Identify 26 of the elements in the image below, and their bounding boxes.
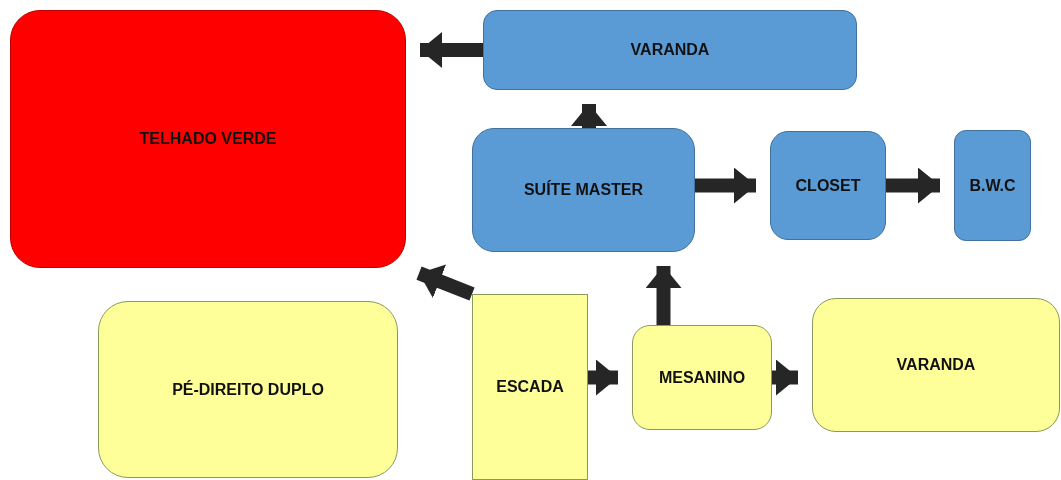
room-label: SUÍTE MASTER (522, 179, 645, 200)
room-label: VARANDA (629, 40, 711, 60)
block-arrow (420, 32, 483, 68)
room-label: CLOSET (794, 175, 862, 196)
room-label: B.W.C (968, 175, 1017, 196)
block-arrow (571, 104, 607, 128)
room-box (812, 298, 1060, 432)
area-box (98, 301, 398, 478)
block-arrow (772, 359, 798, 396)
room-label: MESANINO (657, 367, 747, 388)
stair-box (472, 294, 588, 480)
room-box (954, 130, 1031, 241)
block-arrow (886, 167, 940, 204)
room-label: ESCADA (495, 377, 565, 397)
block-arrow (416, 264, 475, 301)
block-arrow (645, 266, 682, 325)
room-label: PÉ-DIREITO DUPLO (171, 379, 325, 400)
room-box (632, 325, 772, 430)
block-arrow (588, 359, 618, 396)
room-label: VARANDA (895, 355, 977, 375)
room-box (483, 10, 857, 90)
room-box (472, 128, 695, 252)
block-arrow (695, 167, 756, 204)
room-label: TELHADO VERDE (138, 129, 278, 149)
room-box (770, 131, 886, 240)
roof-box (10, 10, 406, 268)
